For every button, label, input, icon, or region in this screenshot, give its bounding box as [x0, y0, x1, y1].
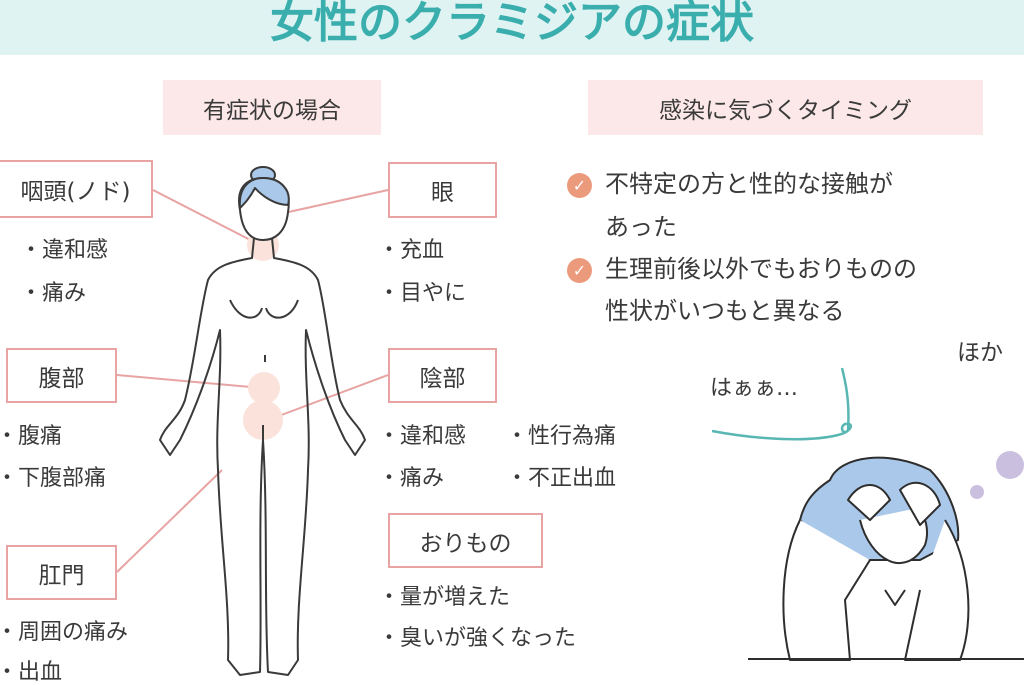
abdomen-item: ・下腹部痛: [0, 466, 107, 491]
virus-icon: [970, 451, 1024, 499]
timing-item-line: 性状がいつもと異なる: [605, 297, 845, 325]
eye-item: ・充血: [378, 238, 445, 263]
label-eye: 眼: [388, 162, 497, 218]
timing-item-line: 不特定の方と性的な接触が: [605, 170, 893, 198]
label-abdomen: 腹部: [6, 348, 117, 403]
discharge-item: ・臭いが強くなった: [378, 626, 577, 651]
speech-squiggle: [711, 367, 853, 441]
others-text: ほか: [957, 340, 1003, 366]
timing-item-line: あった: [605, 213, 677, 241]
discharge-item: ・量が増えた: [378, 585, 511, 610]
page-title: 女性のクラミジアの症状: [270, 0, 754, 48]
eye-item: ・目やに: [378, 281, 467, 306]
genital-item: ・不正出血: [506, 466, 617, 491]
title-banner: 女性のクラミジアの症状: [0, 0, 1024, 55]
label-throat: 咽頭(ノド): [0, 160, 153, 218]
check-icon: ✓: [567, 258, 592, 283]
genital-item: ・性行為痛: [506, 424, 617, 449]
check-icon: ✓: [567, 173, 592, 198]
section-symptomatic: 有症状の場合: [163, 80, 381, 135]
anus-item: ・出血: [0, 660, 63, 685]
anus-item: ・周囲の痛み: [0, 620, 129, 645]
section-timing: 感染に気づくタイミング: [588, 80, 983, 135]
genital-item: ・痛み: [378, 466, 445, 491]
throat-item: ・違和感: [20, 238, 109, 263]
throat-item: ・痛み: [20, 281, 87, 306]
label-discharge: おりもの: [388, 513, 543, 568]
timing-item-line: 生理前後以外でもおりものの: [605, 255, 917, 283]
label-genital: 陰部: [388, 348, 497, 403]
genital-item: ・違和感: [378, 424, 467, 449]
label-anus: 肛門: [6, 545, 117, 600]
sigh-text: はぁぁ…: [710, 376, 799, 401]
abdomen-item: ・腹痛: [0, 424, 63, 449]
